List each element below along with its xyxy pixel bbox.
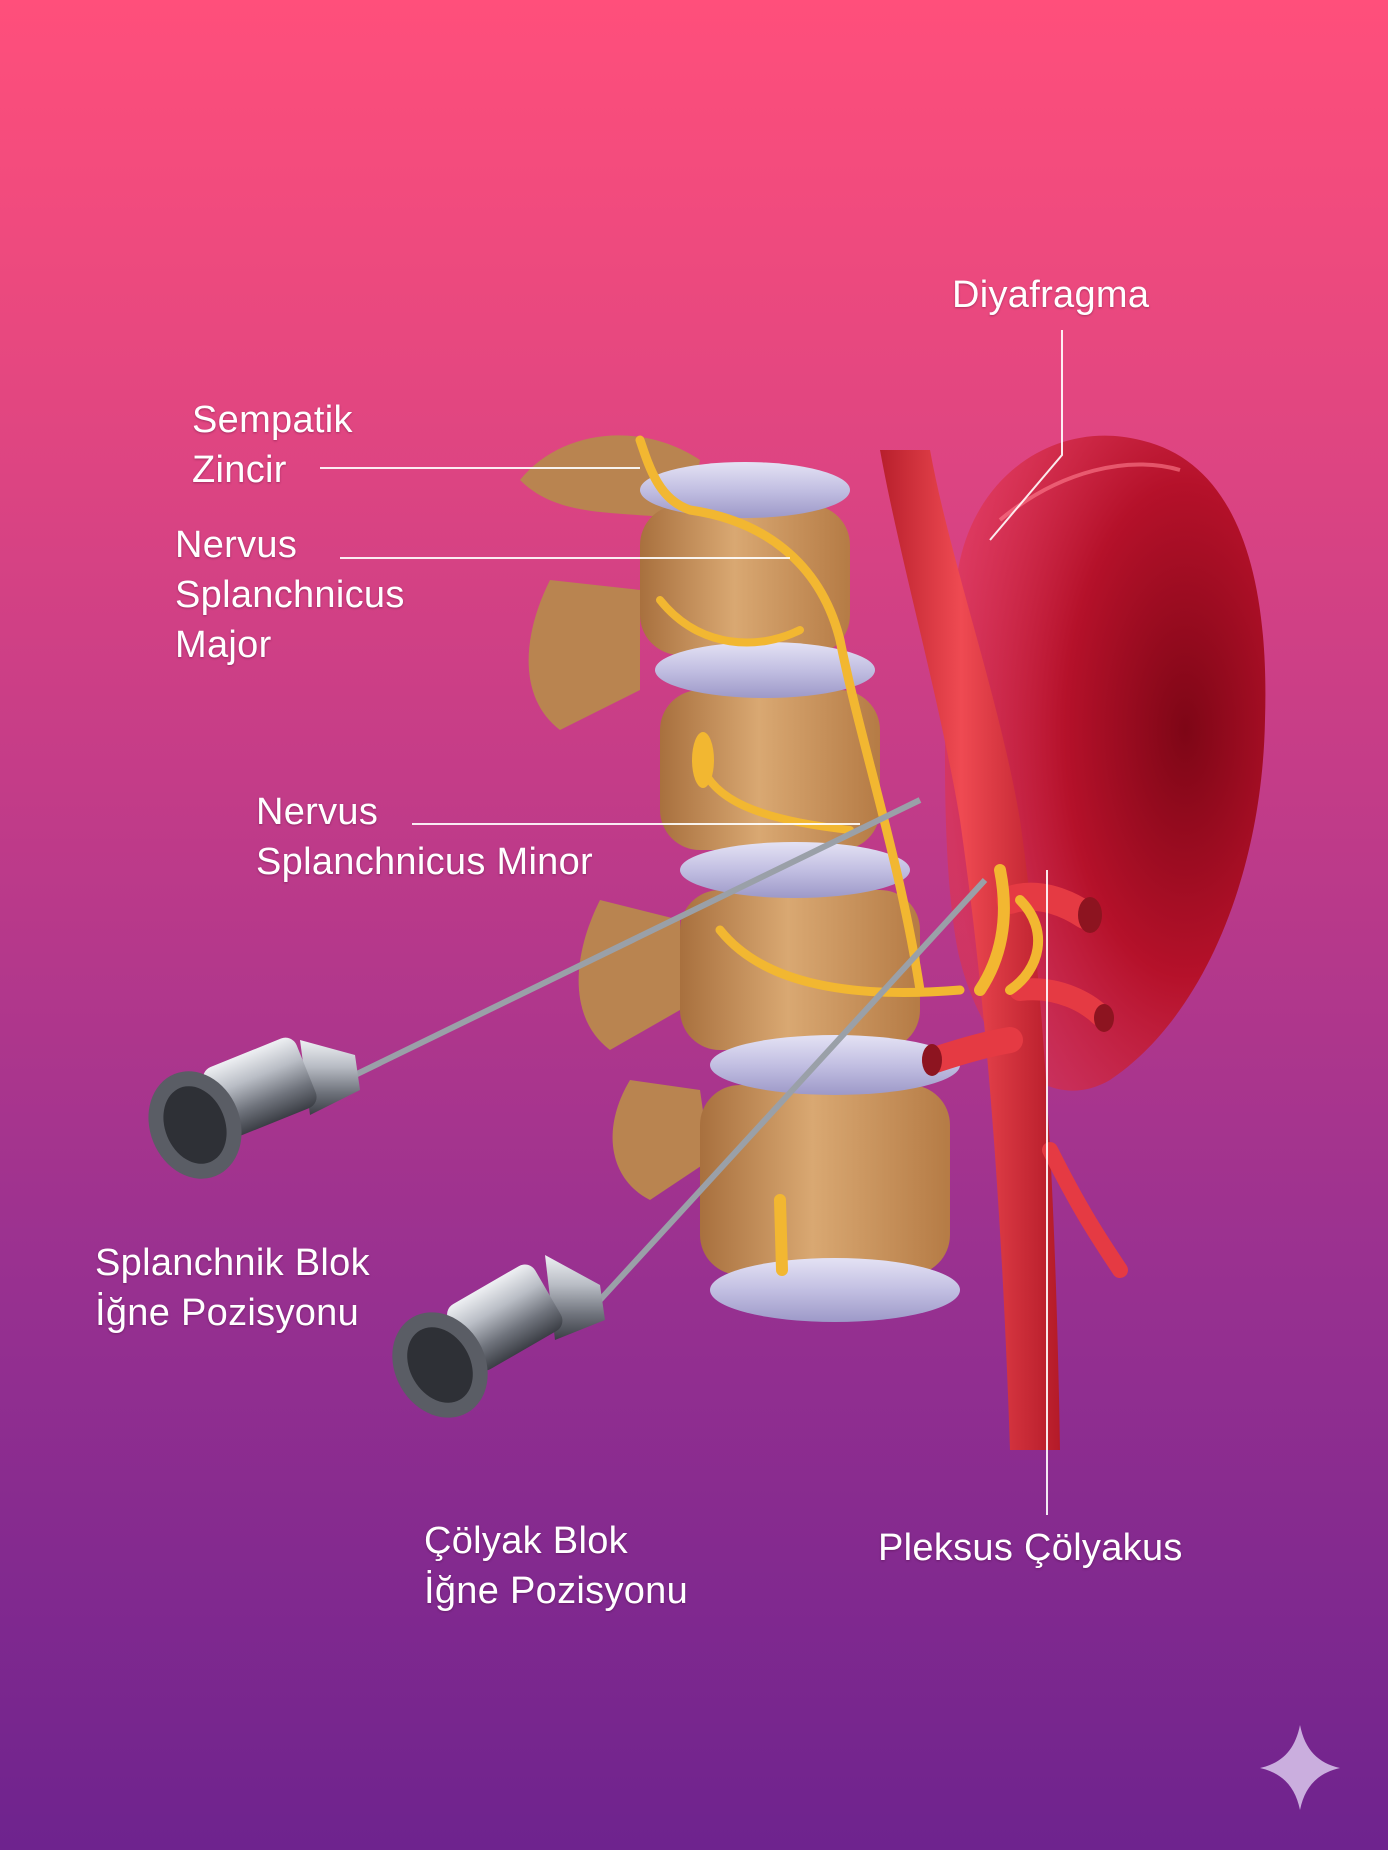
label-line: İğne Pozisyonu <box>424 1570 689 1612</box>
label-line: Zincir <box>192 449 287 491</box>
celiac-needle <box>392 877 988 1418</box>
label-celiac-plexus: Pleksus Çölyakus <box>878 1523 1183 1573</box>
label-splanchnic-needle: Splanchnik Blok İğne Pozisyonu <box>95 1238 370 1338</box>
label-line: Çölyak Blok <box>424 1520 628 1562</box>
label-greater-splanchnic: Nervus Splanchnicus Major <box>175 520 405 670</box>
label-line: Nervus <box>175 524 298 566</box>
nerve-ganglion <box>692 732 714 788</box>
splanchnic-needle <box>148 797 922 1179</box>
sparkle-icon <box>1260 1725 1340 1810</box>
label-line: Nervus <box>256 791 379 833</box>
label-celiac-needle: Çölyak Blok İğne Pozisyonu <box>424 1516 688 1616</box>
label-line: Major <box>175 624 272 666</box>
nerves <box>635 435 1043 1276</box>
label-line: Splanchnicus Minor <box>256 841 594 883</box>
label-line: Pleksus Çölyakus <box>878 1527 1183 1569</box>
leader-lines <box>320 330 1063 1515</box>
label-line: Splanchnicus <box>175 574 405 616</box>
label-line: Splanchnik Blok <box>95 1242 370 1284</box>
label-diaphragm: Diyafragma <box>952 270 1149 320</box>
label-diaphragm-text: Diyafragma <box>952 274 1150 316</box>
label-sympathetic-chain: Sempatik Zincir <box>192 395 353 495</box>
label-lesser-splanchnic: Nervus Splanchnicus Minor <box>256 787 593 887</box>
label-line: Sempatik <box>192 399 353 441</box>
label-line: İğne Pozisyonu <box>95 1292 360 1334</box>
vertebral-column <box>640 462 960 1322</box>
